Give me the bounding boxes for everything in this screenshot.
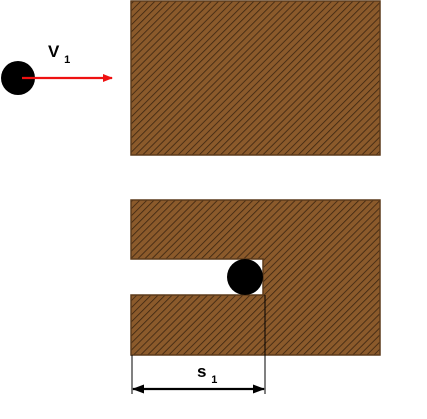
penetration-depth-label: s 1 xyxy=(197,362,217,386)
embedded-ball xyxy=(227,259,263,295)
incoming-ball xyxy=(1,61,35,95)
velocity-label: V 1 xyxy=(48,42,70,66)
distance-subscript: 1 xyxy=(211,374,217,386)
velocity-symbol: V xyxy=(48,42,60,61)
distance-symbol: s xyxy=(197,362,206,381)
wooden-block-with-hole xyxy=(130,199,381,356)
velocity-subscript: 1 xyxy=(64,54,70,66)
wooden-block-top xyxy=(130,0,381,156)
